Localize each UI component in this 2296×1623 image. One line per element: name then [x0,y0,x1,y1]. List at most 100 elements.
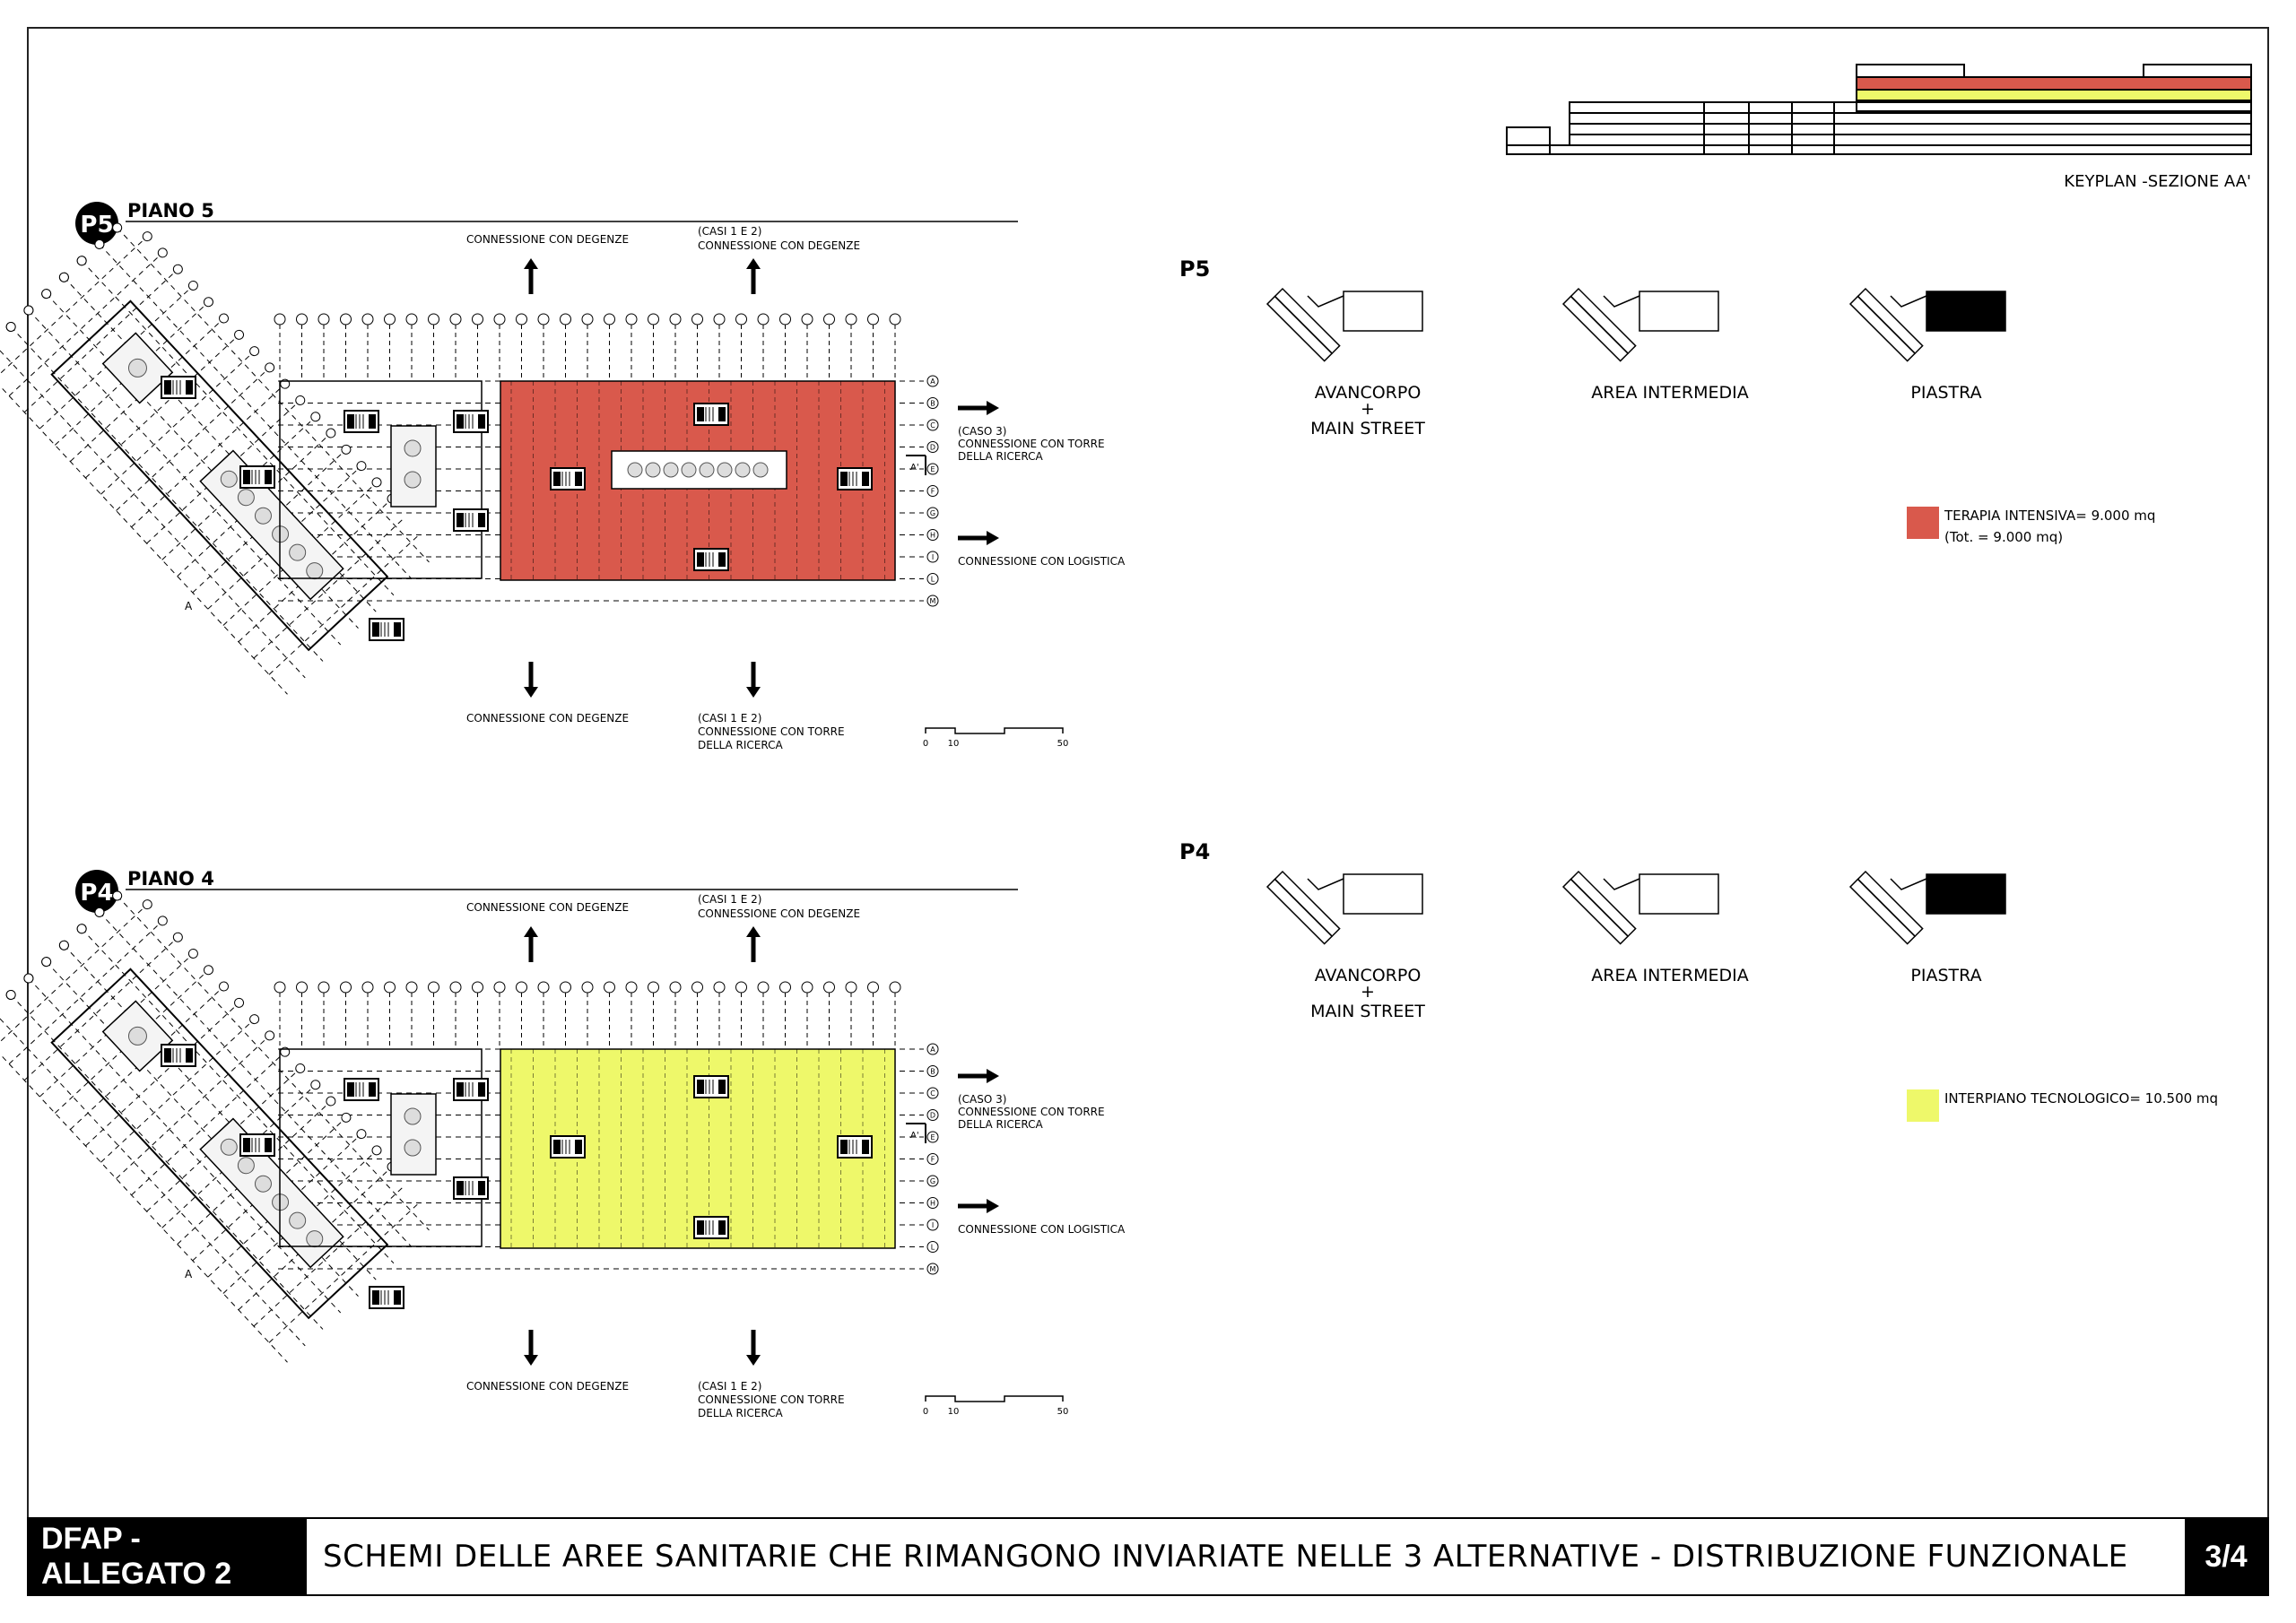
grid-bubble [889,313,901,325]
massing-icon [1848,287,2006,362]
grid-row-label: I [932,1221,934,1229]
massing-wing [1265,870,1341,945]
legend-label: INTERPIANO TECNOLOGICO= 10.500 mq [1944,1090,2218,1107]
grid-bubble [867,313,879,325]
grid-line [10,326,324,662]
grid-row-label: D [930,1112,935,1120]
grid-bubble [361,313,374,325]
grid-bubble [265,1030,275,1041]
grid-bubble [203,965,213,976]
conn-right-label: DELLA RICERCA [958,450,1043,463]
piastra-block [1639,873,1719,915]
grid-line [81,260,395,596]
core-block [478,1181,485,1195]
grid-bubble [112,890,123,901]
core-block [265,1138,272,1152]
grid-bubble [310,1080,321,1090]
grid-line [81,928,395,1264]
floor-badge-icon [75,202,118,245]
grid-row-label: H [930,532,935,540]
grid-line [98,355,250,498]
grid-bubble [537,981,550,994]
stair-core-icon [693,1075,729,1098]
grid-bubble [94,239,105,249]
massing-icon [1265,287,1423,362]
grid-row-label: M [930,597,936,605]
stair-core-icon [693,1216,729,1239]
core-block [186,1048,193,1063]
scale-label: 10 [948,1407,960,1417]
arrow-right-icon [958,1199,999,1213]
grid-line [28,309,342,646]
grid-bubble [23,973,34,984]
stair-core-icon [693,403,729,426]
legend-label: TERAPIA INTENSIVA= 9.000 mq [1944,508,2155,524]
arrow-head [524,926,538,937]
grid-bubble [310,412,321,422]
conn-right-label: DELLA RICERCA [958,1118,1043,1131]
grid-bubble [361,981,374,994]
grid-bubble [926,1153,939,1165]
core-block [372,622,379,637]
footer-title: SCHEMI DELLE AREE SANITARIE CHE RIMANGON… [323,1539,2128,1575]
grid-bubble [384,313,396,325]
scheme-label: PIASTRA [1910,383,1981,403]
legend-swatch [1907,1089,1939,1122]
grid-bubble [76,256,87,266]
core-block [478,513,485,527]
grid-line [0,240,143,383]
grid-bubble [172,264,183,274]
grid-bubble [187,948,198,959]
connector [1307,295,1344,308]
grid-bubble [581,313,594,325]
grid-row-label: C [930,421,935,430]
core-block [575,472,582,486]
arrow-down-icon [524,1330,538,1366]
arrow-up-icon [746,258,761,294]
grid-row-label: A [930,1046,935,1054]
tree-icon [237,489,255,507]
grid-bubble [428,981,439,994]
stair-core-icon [239,465,275,489]
stair-core-icon [453,1176,489,1200]
arrow-up-icon [524,926,538,962]
grid-bubble [405,981,418,994]
core-block [697,1080,704,1094]
connector [1603,295,1640,308]
tree-icon [220,470,238,488]
grid-line [83,1007,235,1150]
grid-bubble [713,313,726,325]
core-block [243,470,250,484]
massing-wing [1561,287,1637,362]
floor-badge-label: P4 [80,880,113,907]
grid-line [21,942,173,1083]
scale-label: 0 [923,1407,928,1417]
floor-title: PIANO 5 [127,200,214,221]
grid-bubble [926,1109,939,1121]
conn-top-right-label: CONNESSIONE CON DEGENZE [698,239,860,252]
section-mark-label: A' [910,1131,919,1141]
grid-line [117,895,430,1231]
grid-bubble [926,1087,939,1099]
grid-bubble [823,981,835,994]
tree-icon [237,1157,255,1175]
grid-line [0,908,143,1051]
arrow-head [524,687,538,698]
scheme-label: AVANCORPO [1315,966,1422,985]
grid-bubble [493,981,506,994]
wing-bar [1561,295,1630,362]
grid-bubble [203,297,213,308]
grid-bubble [280,1046,291,1057]
grid-bubble [926,441,939,453]
grid-row-label: G [930,1177,935,1185]
grid-bubble [926,1197,939,1209]
conn-top-right-label: (CASI 1 E 2) [698,225,761,238]
grid-bubble [341,444,352,455]
grid-bubble [713,981,726,994]
grid-bubble [295,395,306,405]
tree-icon [220,1138,238,1156]
grid-bubble [23,305,34,316]
grid-bubble [219,981,230,992]
